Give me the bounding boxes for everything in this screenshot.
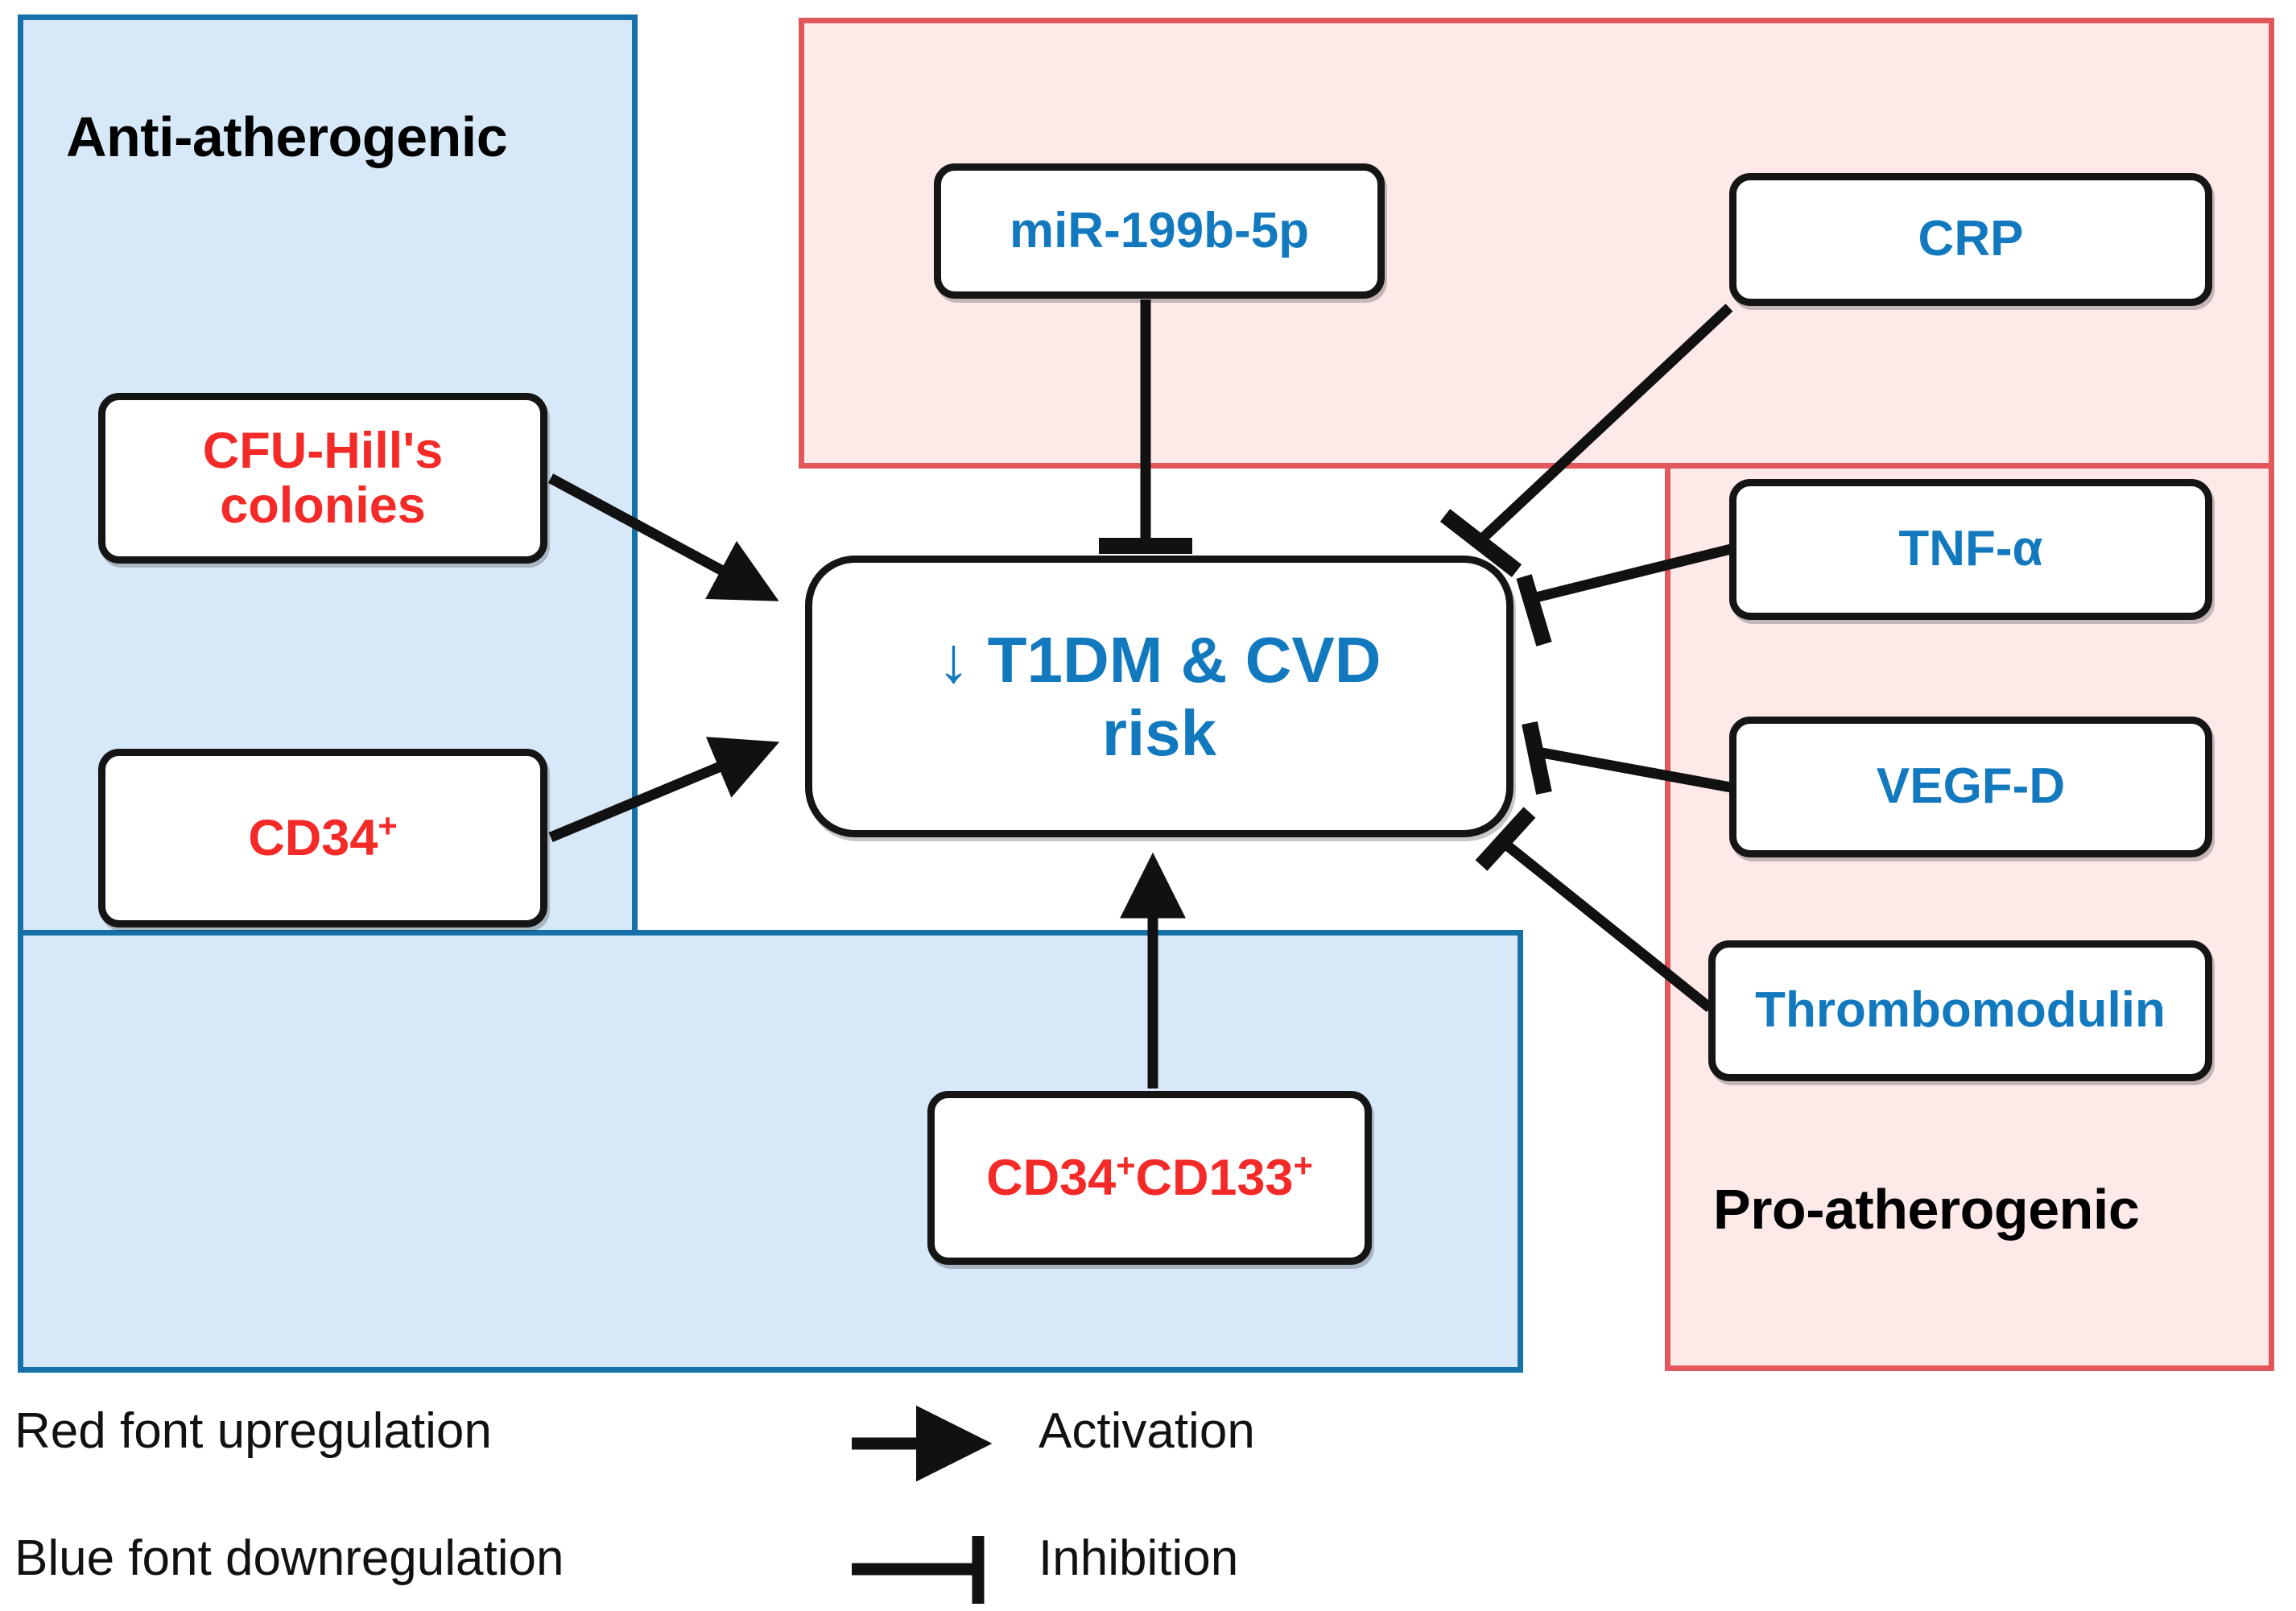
inhibition-bar-icon <box>852 1536 985 1604</box>
node-label: CRP <box>1918 211 2024 267</box>
region-label-pro-atherogenic: Pro-atherogenic <box>1713 1178 2140 1241</box>
node-cfu-hill-colonies[interactable]: CFU-Hill's colonies <box>98 393 547 564</box>
node-label: VEGF-D <box>1876 758 2066 815</box>
node-cd34-cd133[interactable]: CD34+CD133+ <box>927 1091 1372 1265</box>
region-label-anti-atherogenic: Anti-atherogenic <box>66 105 508 168</box>
node-tnf-alpha[interactable]: TNF-α <box>1729 479 2212 620</box>
node-label: CD34+CD133+ <box>986 1146 1313 1206</box>
node-cd34[interactable]: CD34+ <box>98 749 547 927</box>
legend-inhibition-label: Inhibition <box>1039 1530 1239 1586</box>
node-label: CD34+ <box>248 806 398 866</box>
node-label: ↓ T1DM & CVD risk <box>937 623 1381 769</box>
node-label: Thrombomodulin <box>1755 982 2166 1039</box>
legend-red-font-upregulation: Red font upregulation <box>14 1403 492 1459</box>
node-t1dm-cvd-risk[interactable]: ↓ T1DM & CVD risk <box>805 556 1513 837</box>
node-label: TNF-α <box>1898 521 2043 577</box>
node-thrombomodulin[interactable]: Thrombomodulin <box>1708 940 2212 1081</box>
node-label: miR-199b-5p <box>1009 202 1310 258</box>
legend-blue-font-downregulation: Blue font downregulation <box>14 1530 564 1586</box>
legend-activation-label: Activation <box>1039 1403 1255 1459</box>
node-label: CFU-Hill's colonies <box>202 422 444 534</box>
node-crp[interactable]: CRP <box>1729 173 2212 306</box>
node-mir-199b-5p[interactable]: miR-199b-5p <box>934 163 1385 299</box>
node-vegf-d[interactable]: VEGF-D <box>1729 717 2212 857</box>
